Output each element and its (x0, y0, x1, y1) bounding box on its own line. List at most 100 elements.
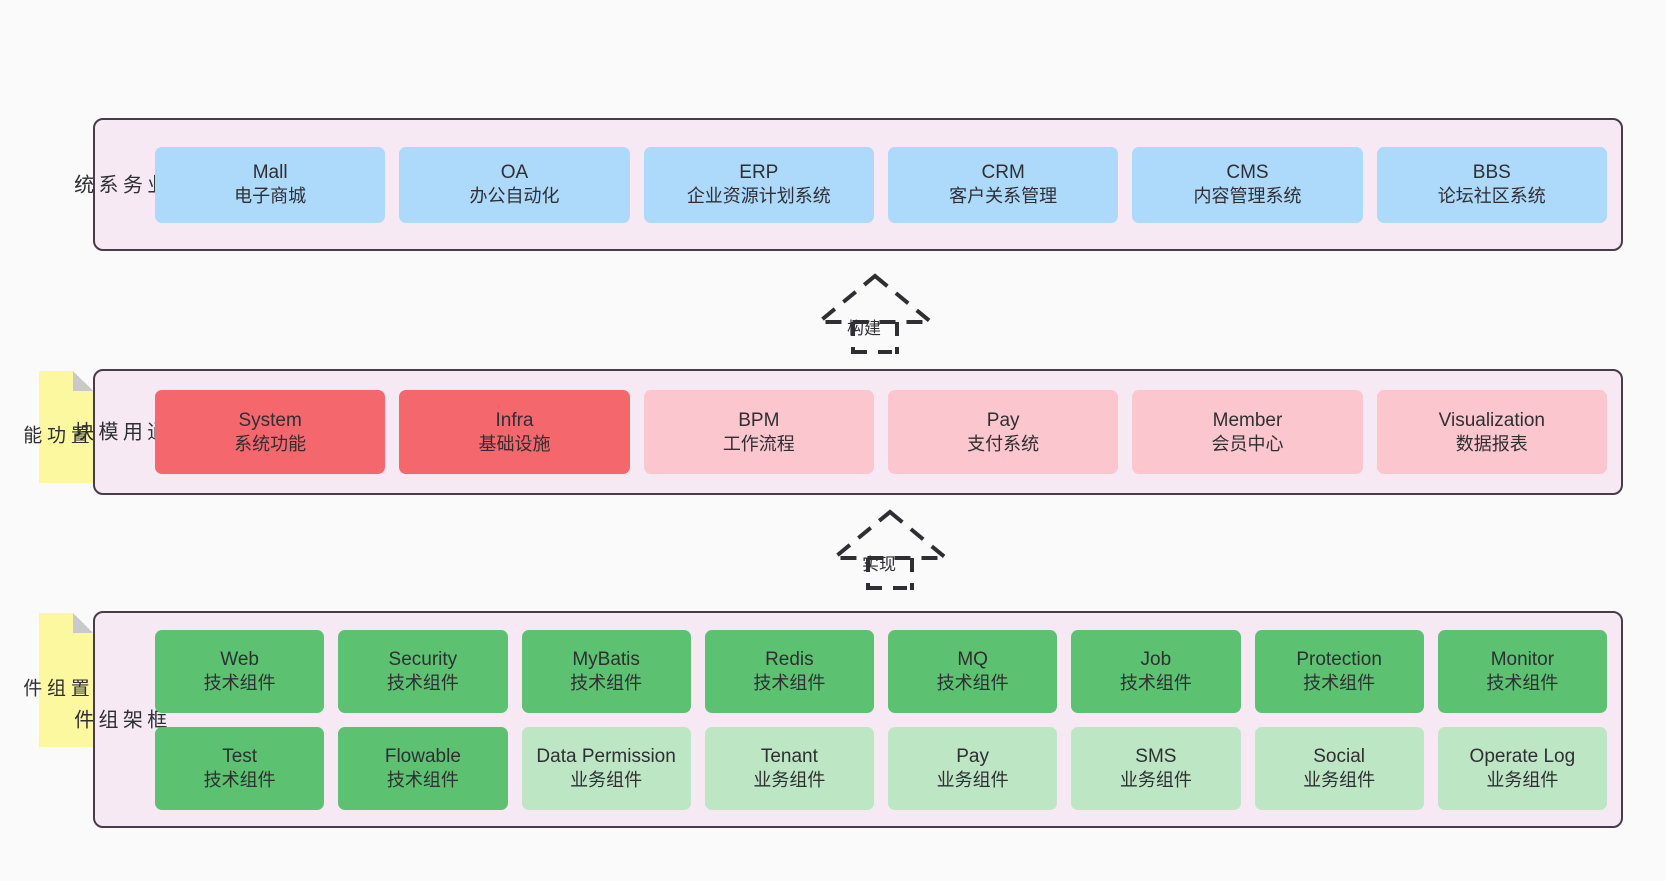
layer-common-module-body: System 系统功能 Infra 基础设施 BPM 工作流程 Pay 支付系统… (141, 371, 1621, 493)
card-member-cn: 会员中心 (1211, 433, 1284, 454)
card-monitor-cn: 技术组件 (1486, 672, 1559, 693)
card-redis-cn: 技术组件 (753, 672, 826, 693)
card-crm[interactable]: CRM 客户关系管理 (887, 146, 1119, 223)
card-oa[interactable]: OA 办公自动化 (399, 146, 630, 223)
card-mq-cn: 技术组件 (936, 672, 1009, 693)
card-pay-module-en: Pay (986, 409, 1020, 431)
layer-common-module[interactable]: 通 用 模 块 System 系统功能 Infra 基础设施 BPM 工作流程 … (71, 369, 1623, 495)
card-bpm[interactable]: BPM 工作流程 (643, 390, 874, 474)
card-test[interactable]: Test 技术组件 (155, 726, 325, 810)
card-social-en: Social (1313, 745, 1365, 767)
card-pay-module-cn: 支付系统 (967, 433, 1040, 454)
layer-framework-row-tech: Web 技术组件 Security 技术组件 MyBatis 技术组件 Redi… (155, 629, 1607, 713)
layer-business-row: Mall 电子商城 OA 办公自动化 ERP 企业资源计划系统 CRM 客户关系… (155, 146, 1607, 223)
card-sms-en: SMS (1135, 745, 1177, 767)
card-data-permission[interactable]: Data Permission 业务组件 (521, 726, 691, 810)
card-member-en: Member (1212, 409, 1283, 431)
card-mybatis-en: MyBatis (572, 648, 640, 670)
card-bbs[interactable]: BBS 论坛社区系统 (1376, 146, 1607, 223)
card-test-en: Test (222, 745, 258, 767)
card-system-en: System (238, 409, 302, 431)
card-operate-log[interactable]: Operate Log 业务组件 (1437, 726, 1607, 810)
card-member[interactable]: Member 会员中心 (1132, 390, 1363, 474)
card-security[interactable]: Security 技术组件 (338, 629, 508, 713)
card-flowable-cn: 技术组件 (386, 769, 459, 790)
layer-framework-component-title: 框 架 组 件 (71, 708, 166, 731)
card-data-permission-cn: 业务组件 (570, 769, 643, 790)
card-protection-cn: 技术组件 (1303, 672, 1376, 693)
layer-common-module-row: System 系统功能 Infra 基础设施 BPM 工作流程 Pay 支付系统… (155, 390, 1607, 474)
card-mall-en: Mall (252, 162, 288, 184)
card-mq[interactable]: MQ 技术组件 (888, 629, 1058, 713)
card-cms[interactable]: CMS 内容管理系统 (1132, 146, 1363, 223)
card-job[interactable]: Job 技术组件 (1071, 629, 1241, 713)
card-bpm-cn: 工作流程 (722, 433, 795, 454)
card-protection-en: Protection (1296, 648, 1382, 670)
card-erp-en: ERP (739, 162, 779, 184)
card-operate-log-en: Operate Log (1469, 745, 1576, 767)
layer-framework-row-business: Test 技术组件 Flowable 技术组件 Data Permission … (155, 726, 1607, 810)
card-cms-en: CMS (1226, 162, 1269, 184)
card-infra[interactable]: Infra 基础设施 (399, 390, 630, 474)
card-bpm-en: BPM (738, 409, 780, 431)
card-protection[interactable]: Protection 技术组件 (1254, 629, 1424, 713)
card-test-cn: 技术组件 (203, 769, 276, 790)
layer-business-body: Mall 电子商城 OA 办公自动化 ERP 企业资源计划系统 CRM 客户关系… (141, 120, 1621, 249)
card-job-en: Job (1140, 648, 1172, 670)
card-infra-en: Infra (495, 409, 534, 431)
card-web-cn: 技术组件 (203, 672, 276, 693)
card-visualization-en: Visualization (1438, 409, 1545, 431)
card-pay-component-cn: 业务组件 (936, 769, 1009, 790)
card-security-en: Security (388, 648, 458, 670)
card-job-cn: 技术组件 (1119, 672, 1192, 693)
card-system-cn: 系统功能 (234, 433, 307, 454)
card-social-cn: 业务组件 (1303, 769, 1376, 790)
card-bbs-en: BBS (1472, 162, 1511, 184)
card-visualization[interactable]: Visualization 数据报表 (1376, 390, 1607, 474)
card-sms[interactable]: SMS 业务组件 (1071, 726, 1241, 810)
card-mall[interactable]: Mall 电子商城 (155, 146, 386, 223)
card-monitor[interactable]: Monitor 技术组件 (1437, 629, 1607, 713)
card-web-en: Web (220, 648, 259, 670)
layer-common-module-title: 通 用 模 块 (71, 421, 166, 443)
card-erp-cn: 企业资源计划系统 (686, 186, 831, 207)
card-bbs-cn: 论坛社区系统 (1437, 186, 1546, 207)
card-pay-component[interactable]: Pay 业务组件 (888, 726, 1058, 810)
card-data-permission-en: Data Permission (536, 745, 676, 767)
card-tenant[interactable]: Tenant 业务组件 (704, 726, 874, 810)
card-flowable[interactable]: Flowable 技术组件 (338, 726, 508, 810)
connector-build-arrow-icon (813, 273, 937, 354)
card-social[interactable]: Social 业务组件 (1254, 726, 1424, 810)
card-cms-cn: 内容管理系统 (1193, 186, 1302, 207)
card-system[interactable]: System 系统功能 (155, 390, 386, 474)
card-tenant-cn: 业务组件 (753, 769, 826, 790)
card-tenant-en: Tenant (760, 745, 818, 767)
connector-implement: 实现 (815, 508, 965, 590)
card-redis-en: Redis (765, 648, 814, 670)
card-mall-cn: 电子商城 (234, 186, 307, 207)
card-infra-cn: 基础设施 (478, 433, 551, 454)
card-pay-module[interactable]: Pay 支付系统 (887, 390, 1119, 474)
card-pay-component-en: Pay (956, 745, 989, 767)
card-redis[interactable]: Redis 技术组件 (704, 629, 874, 713)
card-flowable-en: Flowable (384, 745, 461, 767)
card-oa-cn: 办公自动化 (469, 186, 560, 207)
layer-business[interactable]: 业 务 系 统 Mall 电子商城 OA 办公自动化 ERP 企业资源计划系统 … (71, 118, 1623, 251)
connector-build-label: 构建 (847, 319, 881, 338)
card-mybatis[interactable]: MyBatis 技术组件 (521, 629, 691, 713)
card-web[interactable]: Web 技术组件 (155, 629, 325, 713)
card-erp[interactable]: ERP 企业资源计划系统 (643, 146, 874, 223)
layer-framework-component[interactable]: 框 架 组 件 Web 技术组件 Security 技术组件 MyBatis 技… (71, 611, 1623, 828)
card-visualization-cn: 数据报表 (1455, 433, 1528, 454)
card-monitor-en: Monitor (1490, 648, 1555, 670)
card-crm-en: CRM (981, 162, 1025, 184)
card-oa-en: OA (500, 162, 529, 184)
card-security-cn: 技术组件 (386, 672, 459, 693)
card-sms-cn: 业务组件 (1119, 769, 1192, 790)
layer-framework-component-body: Web 技术组件 Security 技术组件 MyBatis 技术组件 Redi… (141, 613, 1621, 826)
connector-build: 构建 (800, 272, 950, 354)
card-mq-en: MQ (957, 648, 988, 670)
connector-implement-label: 实现 (862, 555, 896, 574)
card-operate-log-cn: 业务组件 (1486, 769, 1559, 790)
